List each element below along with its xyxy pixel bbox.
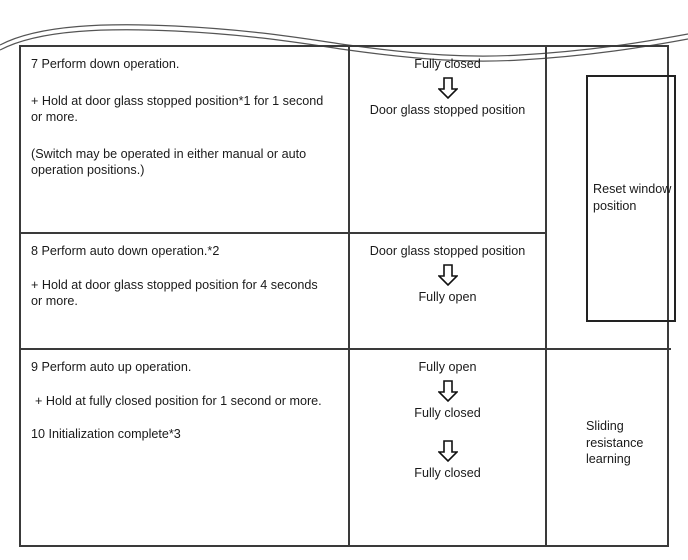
- column-divider-2: [545, 47, 547, 545]
- step-8-title: 8 Perform auto down operation.*2: [31, 244, 220, 258]
- sliding-resistance-learning-line-1: Sliding resistance: [586, 419, 644, 450]
- state-label-fully-closed-2: Fully closed: [414, 466, 481, 480]
- step-9-detail-line-1: + Hold at fully closed position for 1 se…: [35, 393, 322, 408]
- result-cell-reset-window-position: Reset window position: [547, 47, 676, 348]
- row-divider-2: [21, 348, 671, 350]
- down-arrow-icon: [437, 440, 458, 462]
- state-label-fully-closed-1: Fully closed: [414, 406, 481, 420]
- state-label-fully-open: Fully open: [418, 360, 477, 374]
- result-cell-sliding-resistance-learning: Sliding resistance learning: [547, 350, 671, 547]
- sliding-resistance-learning-label: Sliding resistance learning: [586, 418, 678, 468]
- step-8-detail-line-1: + Hold at door glass stopped position fo…: [31, 277, 318, 292]
- reset-window-position-line-2: position: [593, 198, 637, 213]
- down-arrow-icon: [437, 77, 458, 99]
- down-arrow-icon: [437, 264, 458, 286]
- state-label-door-glass-stopped: Door glass stopped position: [369, 244, 526, 258]
- step-7-note-line-1: (Switch may be operated in either manual…: [31, 146, 307, 161]
- step-10-title: 10 Initialization complete*3: [31, 427, 181, 442]
- procedure-cell-step-9: 9 Perform auto up operation. + Hold at f…: [21, 350, 348, 547]
- procedure-cell-step-8: 8 Perform auto down operation.*2 + Hold …: [21, 234, 348, 348]
- sliding-resistance-learning-line-2: learning: [586, 452, 631, 467]
- state-label-fully-closed: Fully closed: [414, 57, 481, 71]
- procedure-table: 7 Perform down operation. + Hold at door…: [19, 45, 676, 547]
- step-7-title: 7 Perform down operation.: [31, 57, 180, 71]
- reset-window-position-label: Reset window position: [593, 181, 677, 214]
- down-arrow-icon: [437, 380, 458, 402]
- state-label-fully-open: Fully open: [418, 290, 477, 304]
- step-9-title: 9 Perform auto up operation.: [31, 360, 192, 374]
- state-flow-cell-step-8: Door glass stopped position Fully open: [350, 234, 545, 348]
- reset-window-position-box: Reset window position: [586, 75, 676, 322]
- row-divider-1: [21, 232, 545, 234]
- state-label-door-glass-stopped: Door glass stopped position: [369, 103, 526, 117]
- step-7-detail-line-1: + Hold at door glass stopped position*1 …: [31, 93, 324, 108]
- reset-window-position-line-1: Reset window: [593, 182, 672, 196]
- column-divider-1: [348, 47, 350, 545]
- step-8-detail-line-2: or more.: [31, 294, 78, 309]
- state-flow-cell-step-7: Fully closed Door glass stopped position: [350, 47, 545, 232]
- state-flow-cell-step-9: Fully open Fully closed Fully closed: [350, 350, 545, 547]
- step-7-note-line-2: operation positions.): [31, 163, 145, 178]
- procedure-cell-step-7: 7 Perform down operation. + Hold at door…: [21, 47, 348, 232]
- step-7-detail-line-2: or more.: [31, 110, 78, 125]
